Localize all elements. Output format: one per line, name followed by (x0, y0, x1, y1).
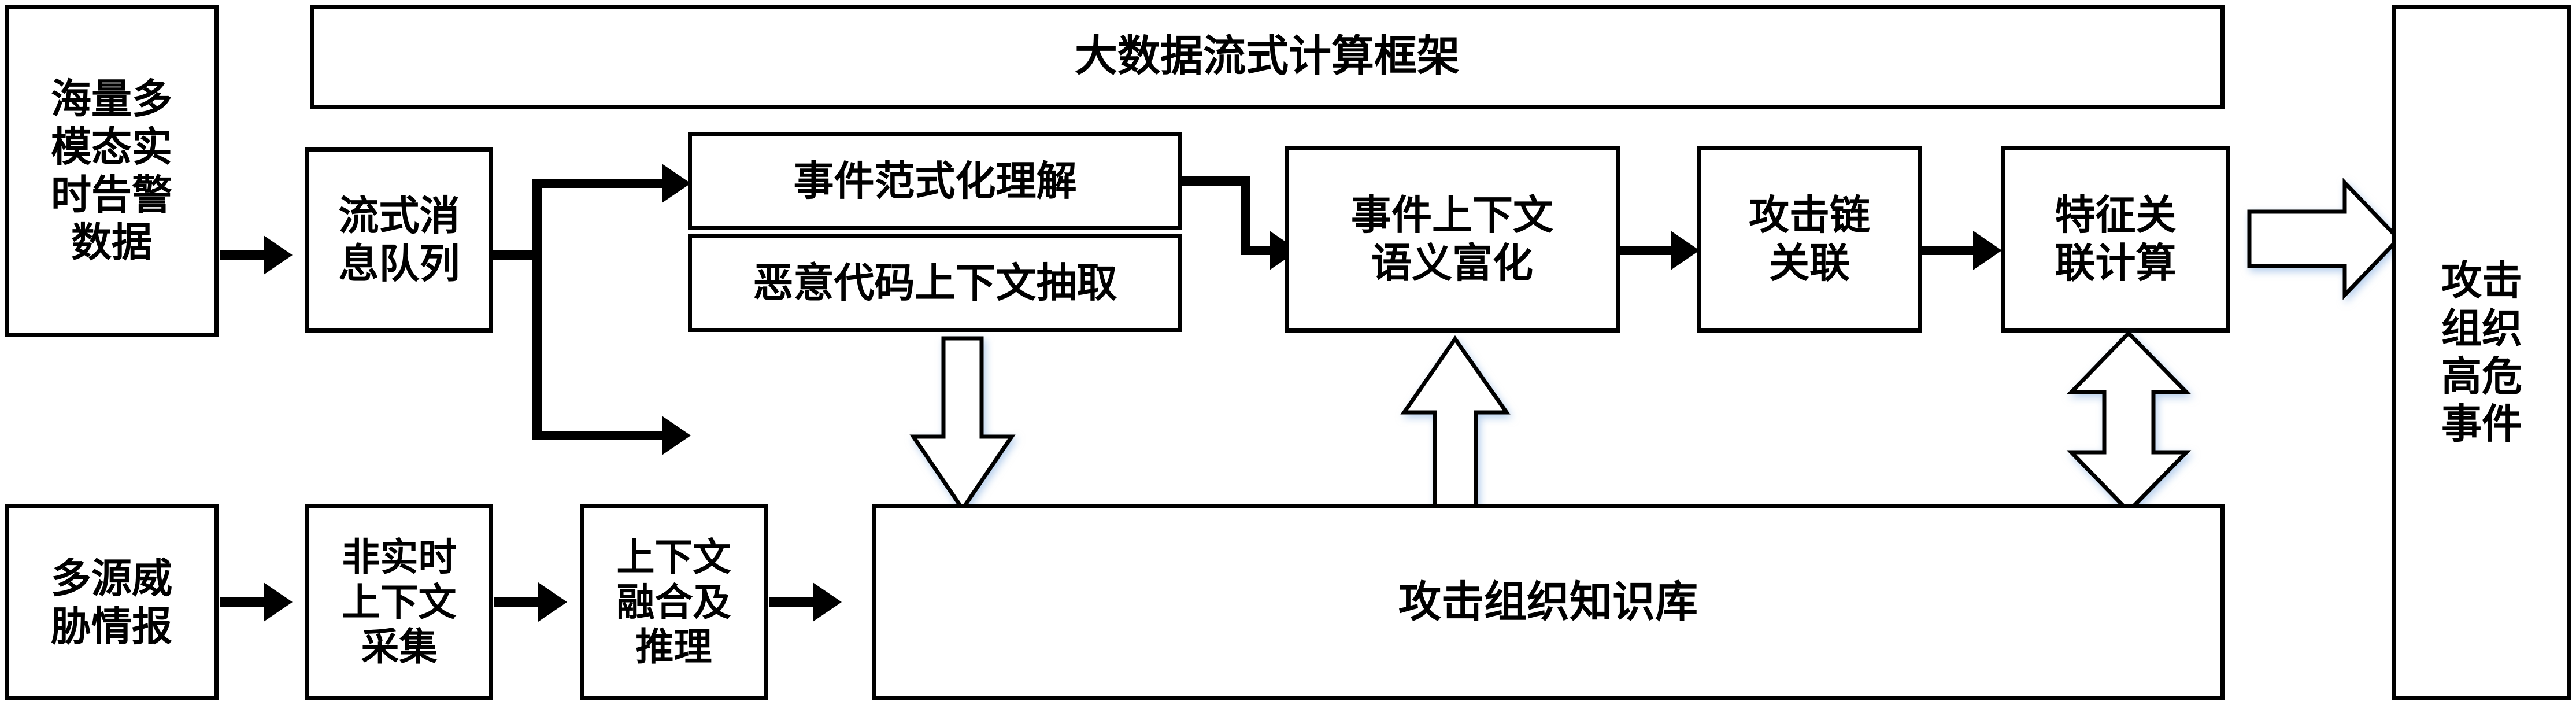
input-alert-data-label: 海量多 模态实 时告警 数据 (51, 75, 172, 267)
connector-normalization-to-enrichment-v (1241, 176, 1250, 255)
connector-queue-to-malware-line (532, 431, 671, 440)
input-box-multi-source-threat-intel: 多源威 胁情报 (5, 504, 219, 700)
connector-enrichment-to-attackchain-head (1671, 231, 1700, 270)
process-box-attack-chain-correlation: 攻击链 关联 (1697, 146, 1922, 333)
banner-big-data-streaming-framework: 大数据流式计算框架 (310, 5, 2225, 109)
connector-queue-to-malware-head (662, 416, 691, 455)
process-box-context-fusion-reasoning: 上下文 融合及 推理 (580, 504, 768, 700)
feature-correlation-compute-label: 特征关 联计算 (2055, 191, 2177, 287)
process-box-streaming-message-queue: 流式消 息队列 (305, 147, 493, 333)
process-box-event-normalization-understanding: 事件范式化理解 (688, 132, 1182, 230)
connector-normalization-to-enrichment-h2 (1241, 246, 1276, 255)
block-arrow-down-to-knowledge-base (908, 335, 1017, 515)
connector-queue-to-normalization-head (662, 164, 691, 203)
input-threat-intel-label: 多源威 胁情报 (51, 554, 172, 650)
datastore-box-attack-org-knowledge-base: 攻击组织知识库 (872, 504, 2225, 700)
attack-chain-correlation-label: 攻击链 关联 (1749, 191, 1870, 287)
non-realtime-collection-label: 非实时 上下文 采集 (342, 534, 457, 670)
process-box-non-realtime-context-collection: 非实时 上下文 采集 (305, 504, 493, 700)
connector-attackchain-to-feature-line (1922, 246, 1980, 255)
event-context-enrichment-label: 事件上下文 语义富化 (1351, 191, 1553, 287)
connector-attackchain-to-feature-head (1973, 231, 2002, 270)
malware-context-extraction-label: 恶意代码上下文抽取 (753, 259, 1117, 307)
banner-label: 大数据流式计算框架 (1075, 31, 1460, 82)
connector-intel-to-collection-head (264, 582, 293, 622)
event-normalization-label: 事件范式化理解 (793, 157, 1077, 205)
connector-fusion-to-kb-head (813, 582, 842, 622)
process-box-event-context-semantic-enrichment: 事件上下文 语义富化 (1285, 146, 1620, 333)
streaming-message-queue-label: 流式消 息队列 (338, 192, 460, 287)
connector-queue-fork-vertical (532, 179, 542, 440)
block-arrow-up-to-enrichment (1399, 334, 1512, 515)
connector-queue-fork-stem (493, 250, 539, 260)
connector-alert-to-queue-line (220, 250, 271, 260)
output-high-risk-event-label: 攻击 组织 高危 事件 (2441, 257, 2522, 448)
connector-collection-to-fusion-head (538, 582, 567, 622)
connector-intel-to-collection-line (220, 597, 271, 607)
knowledge-base-label: 攻击组织知识库 (1398, 577, 1698, 627)
process-box-feature-correlation-compute: 特征关 联计算 (2001, 146, 2230, 333)
output-box-attack-org-high-risk-event: 攻击 组织 高危 事件 (2392, 5, 2571, 700)
block-arrow-right-to-output (2246, 177, 2403, 301)
connector-alert-to-queue-head (264, 235, 293, 275)
connector-collection-to-fusion-line (494, 597, 545, 607)
block-arrow-double-knowledge-base-feature-compute (2064, 330, 2194, 515)
process-box-malware-context-extraction: 恶意代码上下文抽取 (688, 234, 1182, 332)
connector-fusion-to-kb-line (769, 597, 820, 607)
connector-normalization-to-enrichment-h1 (1182, 176, 1250, 186)
connector-enrichment-to-attackchain-line (1620, 246, 1678, 255)
input-box-massive-multimodal-alert-data: 海量多 模态实 时告警 数据 (5, 5, 219, 337)
context-fusion-reasoning-label: 上下文 融合及 推理 (616, 534, 731, 670)
connector-queue-to-normalization-line (532, 179, 671, 188)
